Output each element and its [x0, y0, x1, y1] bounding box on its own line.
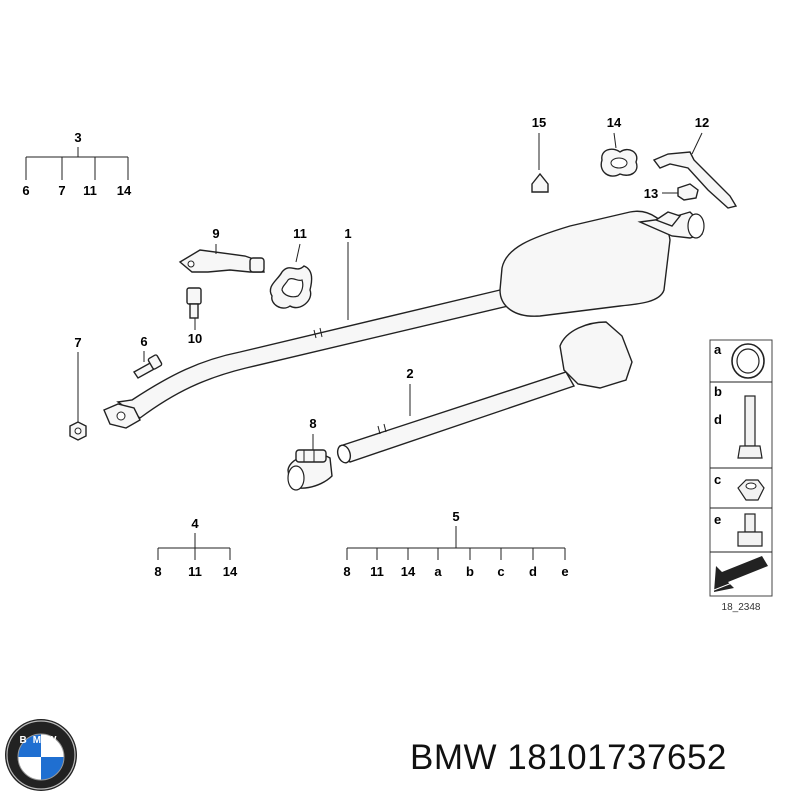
- bolt-icon: [737, 395, 763, 459]
- rubber-block-part-13: [677, 183, 699, 201]
- gasket-ring-icon: [731, 343, 765, 379]
- callout-3: 3: [74, 130, 81, 145]
- cap-part-15: [531, 172, 549, 193]
- callout-12: 12: [695, 115, 709, 130]
- bmw-logo: BMW: [5, 719, 77, 791]
- group-5-tree: 5 8 11 14 a b c d e: [343, 509, 568, 579]
- center-pipe-part-2: [336, 321, 633, 464]
- stud-nut-icon: [737, 513, 763, 547]
- callout-5: 5: [452, 509, 459, 524]
- bracket-part-9: [178, 249, 265, 273]
- group-5-item: d: [529, 564, 537, 579]
- group-5-item: e: [561, 564, 568, 579]
- group-5-item: a: [434, 564, 442, 579]
- callout-4: 4: [191, 516, 199, 531]
- callout-7: 7: [74, 335, 81, 350]
- group-5-item: 14: [401, 564, 416, 579]
- svg-text:BMW: BMW: [20, 735, 63, 746]
- legend-key-a: a: [714, 342, 722, 357]
- hex-nut-icon: [737, 479, 765, 501]
- bolt-part-6: [132, 354, 163, 379]
- callout-11: 11: [293, 226, 307, 241]
- group-4-item: 11: [188, 564, 202, 579]
- clamp-part-8: [287, 449, 333, 491]
- rubber-mount-part-11: [269, 265, 313, 309]
- group-4-item: 8: [154, 564, 161, 579]
- callout-8: 8: [309, 416, 316, 431]
- group-3-item: 11: [83, 183, 97, 198]
- legend-key-e: e: [714, 512, 721, 527]
- bolt-part-10: [186, 287, 202, 319]
- callout-13: 13: [644, 186, 658, 201]
- group-3-item: 6: [22, 183, 29, 198]
- callout-6: 6: [140, 334, 147, 349]
- diagram-code: 18_2348: [722, 602, 761, 613]
- callout-10: 10: [188, 331, 202, 346]
- group-5-item: b: [466, 564, 474, 579]
- legend-key-c: c: [714, 472, 721, 487]
- group-3-tree: 3 6 7 11 14: [22, 130, 132, 198]
- legend-key-b: b: [714, 384, 722, 399]
- callout-2: 2: [406, 366, 413, 381]
- group-3-item: 14: [117, 183, 132, 198]
- group-3-item: 7: [58, 183, 65, 198]
- bottom-caption: BMW 18101737652: [410, 738, 727, 777]
- callout-14: 14: [607, 115, 622, 130]
- rear-muffler: [499, 210, 705, 317]
- callout-1: 1: [344, 226, 351, 241]
- direction-arrow-icon: [713, 556, 771, 592]
- group-4-tree: 4 8 11 14: [154, 516, 238, 579]
- callout-9: 9: [212, 226, 219, 241]
- bushing-part-14: [600, 148, 638, 177]
- group-4-item: 14: [223, 564, 238, 579]
- hanger-part-12: [652, 151, 738, 209]
- group-5-item: 11: [370, 564, 384, 579]
- callout-15: 15: [532, 115, 546, 130]
- group-5-item: 8: [343, 564, 350, 579]
- group-5-item: c: [497, 564, 504, 579]
- front-pipe-part-1: [103, 289, 510, 429]
- nut-part-7: [69, 421, 87, 441]
- legend-key-d: d: [714, 412, 722, 427]
- hardware-legend: a b d c e: [709, 339, 773, 597]
